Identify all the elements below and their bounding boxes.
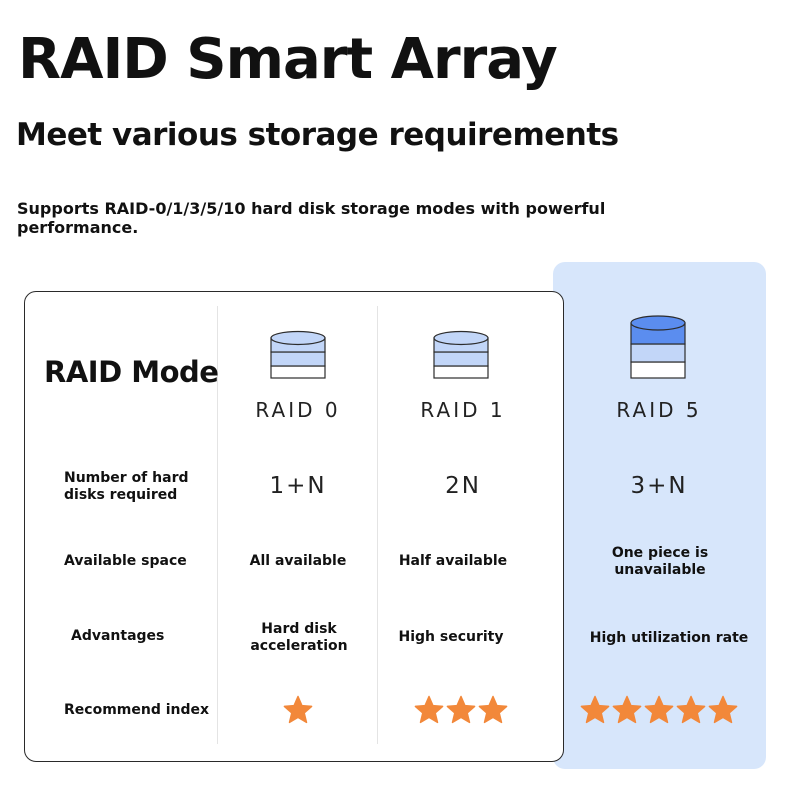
raid5-space: One piece is unavailable (611, 545, 709, 578)
row-label-recommend: Recommend index (64, 702, 210, 718)
raid0-space: All available (249, 552, 347, 569)
raid5-stars (566, 694, 752, 726)
raid1-advantages: High security (398, 628, 504, 645)
raid5-name: RAID 5 (616, 398, 702, 422)
star-icon (446, 695, 476, 725)
raid1-space: Half available (398, 552, 508, 569)
raid0-stars (218, 694, 378, 726)
disk-stack-icon (270, 330, 326, 384)
raid0-disk-count: 1+N (269, 473, 327, 499)
row-label-advantages: Advantages (71, 628, 165, 644)
disk-stack-icon (630, 314, 686, 384)
star-icon (414, 695, 444, 725)
column-divider (377, 306, 378, 744)
raid-mode-heading: RAID Mode (44, 355, 219, 389)
raid1-name: RAID 1 (420, 398, 506, 422)
page-subtitle: Meet various storage requirements (16, 117, 619, 153)
star-icon (283, 695, 313, 725)
disk-stack-icon (433, 330, 489, 384)
raid5-disk-count: 3+N (630, 473, 688, 499)
page-title: RAID Smart Array (18, 27, 558, 92)
raid1-disk-count: 2N (445, 473, 481, 499)
star-icon (708, 695, 738, 725)
raid5-advantages: High utilization rate (589, 629, 749, 646)
star-icon (478, 695, 508, 725)
raid0-advantages: Hard disk acceleration (250, 621, 348, 654)
raid0-name: RAID 0 (255, 398, 341, 422)
page-description: Supports RAID-0/1/3/5/10 hard disk stora… (17, 199, 606, 237)
raid1-stars (380, 694, 542, 726)
star-icon (644, 695, 674, 725)
row-label-disks: Number of hard disks required (64, 470, 189, 503)
star-icon (580, 695, 610, 725)
row-label-space: Available space (64, 553, 187, 569)
column-divider (217, 306, 218, 744)
star-icon (612, 695, 642, 725)
star-icon (676, 695, 706, 725)
